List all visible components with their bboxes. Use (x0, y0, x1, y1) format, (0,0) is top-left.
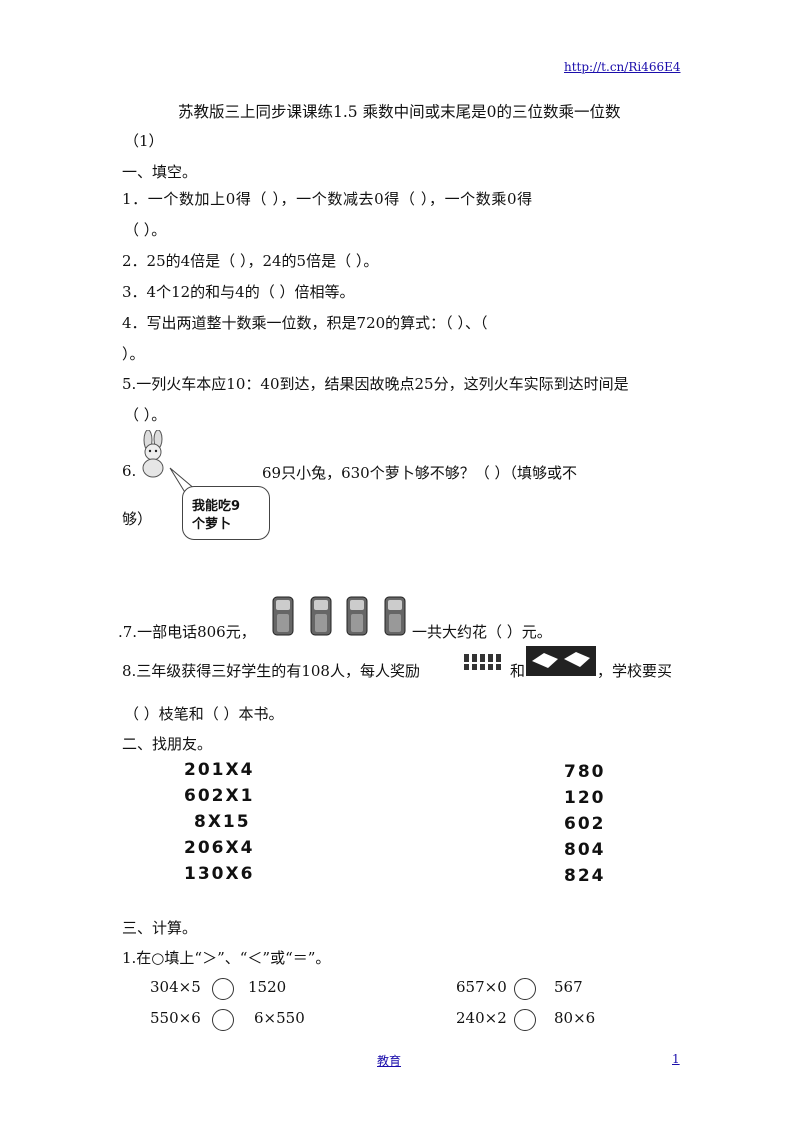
speech-bubble-text-2: 个萝卜 (192, 517, 232, 532)
question-8-text-b: ，学校要买 (597, 662, 673, 680)
compare-answer-circle[interactable] (514, 1009, 536, 1031)
matching-left-item[interactable]: 206X4 (184, 838, 255, 858)
question-2: 2．25的4倍是（ ），24的5倍是（ ）。 (122, 252, 379, 270)
phone-icon (346, 596, 368, 636)
matching-right-item[interactable]: 780 (564, 762, 606, 782)
page-number: 1 (672, 1052, 680, 1066)
speech-bubble-text-1: 我能吃9 (192, 499, 241, 514)
compare-answer-circle[interactable] (212, 978, 234, 1000)
question-7-text-a: .7.一部电话806元， (118, 623, 256, 641)
question-4-line-2: ）。 (122, 345, 145, 363)
header-url-link[interactable]: http://t.cn/Ri466E4 (564, 60, 681, 74)
compare-left-expression: 304×5 (150, 978, 201, 996)
matching-left-item[interactable]: 8X15 (194, 812, 251, 832)
question-5-line-1: 5.一列火车本应10：40到达，结果因故晚点25分，这列火车实际到达时间是 (122, 375, 629, 393)
footer-link[interactable]: 教育 (377, 1054, 402, 1068)
matching-left-item[interactable]: 602X1 (184, 786, 255, 806)
section-heading-fill-blank: 一、填空。 (122, 163, 198, 181)
compare-instructions: 1.在○填上“＞”、“＜”或“＝”。 (122, 949, 331, 967)
question-5-line-2: （ ）。 (124, 406, 167, 424)
matching-right-item[interactable]: 824 (564, 866, 606, 886)
page-title-continuation: （1） (124, 132, 164, 150)
phone-icon (272, 596, 294, 636)
speech-bubble (182, 486, 270, 540)
section-heading-calculation: 三、计算。 (122, 919, 198, 937)
section-heading-matching: 二、找朋友。 (122, 735, 213, 753)
question-8-text-a: 8.三年级获得三好学生的有108人，每人奖励 (122, 662, 420, 680)
compare-left-expression: 550×6 (150, 1009, 201, 1027)
matching-left-item[interactable]: 201X4 (184, 760, 255, 780)
compare-right-expression: 1520 (248, 978, 287, 996)
question-1-line-2: （ ）。 (124, 221, 167, 239)
question-6-number: 6. (122, 462, 137, 480)
question-4-line-1: 4．写出两道整十数乘一位数，积是720的算式：（ ）、（ (122, 314, 488, 332)
matching-right-item[interactable]: 120 (564, 788, 606, 808)
page-title: 苏教版三上同步课课练1.5 乘数中间或末尾是0的三位数乘一位数 (178, 103, 621, 121)
question-6-text: 69只小兔，630个萝卜够不够？（ ）（填够或不 (262, 464, 577, 482)
matching-right-item[interactable]: 804 (564, 840, 606, 860)
compare-right-expression: 80×6 (554, 1009, 596, 1027)
compare-left-expression: 657×0 (456, 978, 507, 996)
compare-answer-circle[interactable] (514, 978, 536, 1000)
phone-icon (384, 596, 406, 636)
compare-right-expression: 6×550 (254, 1009, 305, 1027)
phone-icon (310, 596, 332, 636)
compare-left-expression: 240×2 (456, 1009, 507, 1027)
books-icon (526, 646, 596, 676)
rabbit-icon (142, 430, 164, 478)
pencils-icon (462, 654, 502, 670)
compare-right-expression: 567 (554, 978, 583, 996)
question-8-text-c: （ ）枝笔和（ ）本书。 (124, 705, 284, 723)
matching-right-item[interactable]: 602 (564, 814, 606, 834)
matching-left-item[interactable]: 130X6 (184, 864, 255, 884)
question-1-line-1: 1．一个数加上0得（ ），一个数减去0得（ ），一个数乘0得 (122, 190, 533, 208)
question-6-end: 够） (122, 510, 153, 528)
question-3: 3．4个12的和与4的（ ）倍相等。 (122, 283, 355, 301)
question-8-and: 和 (510, 662, 526, 680)
compare-answer-circle[interactable] (212, 1009, 234, 1031)
question-7-text-b: 一共大约花（ ）元。 (412, 623, 552, 641)
